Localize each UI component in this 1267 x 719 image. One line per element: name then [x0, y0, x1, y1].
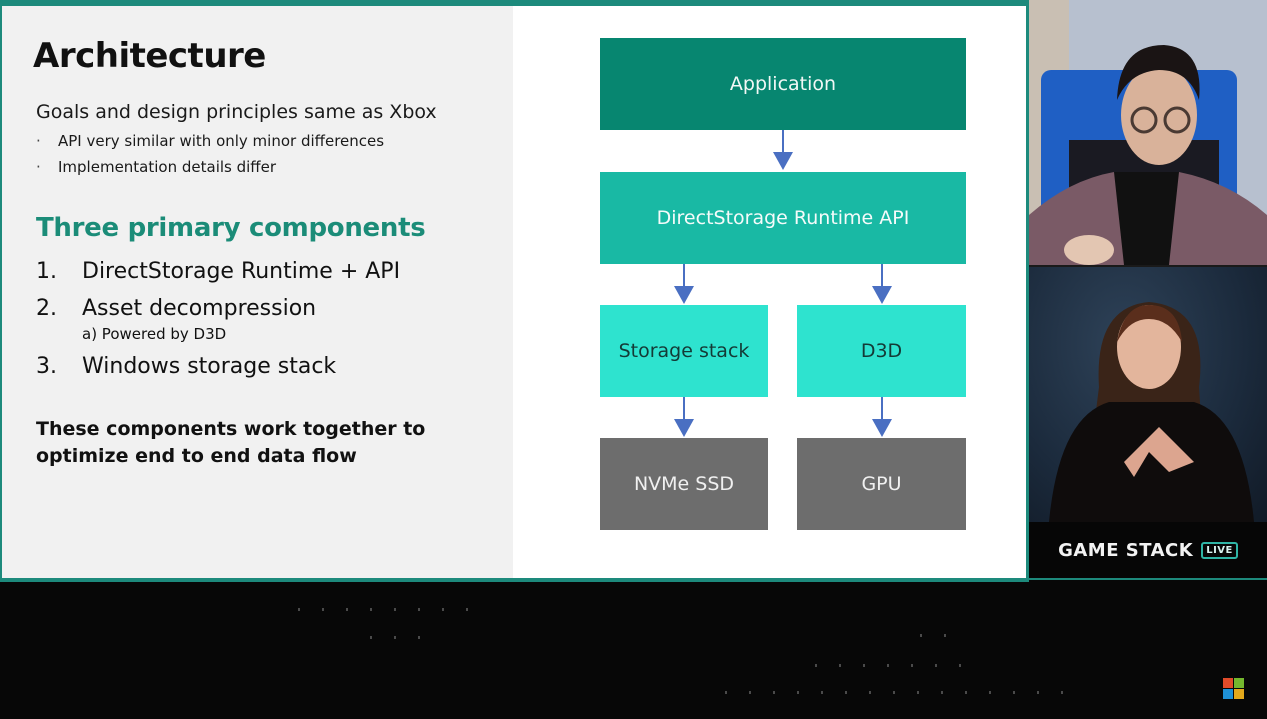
background-dots — [370, 636, 420, 640]
architecture-diagram: Application DirectStorage Runtime API St… — [513, 6, 1026, 578]
component-item: 2.Asset decompression — [36, 296, 317, 321]
presenter-image — [1029, 45, 1267, 265]
arrow-down-icon — [872, 397, 892, 437]
component-item: 3.Windows storage stack — [36, 354, 337, 379]
background-dots — [920, 634, 946, 638]
background-dots — [725, 691, 1063, 695]
presenter-video — [1029, 0, 1267, 265]
slide-text-panel: Architecture Goals and design principles… — [2, 6, 513, 578]
live-badge: LIVE — [1201, 541, 1238, 559]
bullet-item: ·API very similar with only minor differ… — [36, 130, 384, 156]
component-item: 1.DirectStorage Runtime + API — [36, 259, 401, 284]
game-stack-branding: GAME STACK LIVE — [1029, 522, 1267, 580]
slide: Architecture Goals and design principles… — [2, 6, 1026, 578]
bullet-marker: · — [36, 158, 41, 176]
arrow-down-icon — [674, 264, 694, 304]
video-divider — [1029, 265, 1267, 267]
arrow-down-icon — [872, 264, 892, 304]
slide-frame: Architecture Goals and design principles… — [0, 0, 1029, 582]
node-application: Application — [600, 38, 966, 130]
node-runtime-api: DirectStorage Runtime API — [600, 172, 966, 264]
node-d3d: D3D — [797, 305, 966, 397]
interpreter-image — [1049, 302, 1254, 522]
background-dots — [815, 664, 961, 668]
component-list: 1.DirectStorage Runtime + API 2.Asset de… — [36, 256, 400, 388]
bullet-marker: · — [36, 132, 41, 150]
component-subitem: a) Powered by D3D — [82, 325, 227, 343]
node-nvme-ssd: NVMe SSD — [600, 438, 768, 530]
slide-title: Architecture — [33, 36, 266, 76]
brand-name: GAME STACK — [1058, 539, 1194, 561]
background-dots — [298, 608, 468, 612]
node-gpu: GPU — [797, 438, 966, 530]
slide-goal: Goals and design principles same as Xbox — [36, 101, 437, 123]
section-heading: Three primary components — [36, 213, 426, 243]
arrow-down-icon — [674, 397, 694, 437]
bullet-list: ·API very similar with only minor differ… — [36, 130, 384, 182]
bullet-item: ·Implementation details differ — [36, 156, 384, 182]
arrow-down-icon — [773, 130, 793, 170]
conclusion-text: These components work together to optimi… — [36, 418, 426, 467]
interpreter-video — [1029, 267, 1267, 522]
node-storage-stack: Storage stack — [600, 305, 768, 397]
microsoft-logo-icon — [1223, 678, 1244, 699]
